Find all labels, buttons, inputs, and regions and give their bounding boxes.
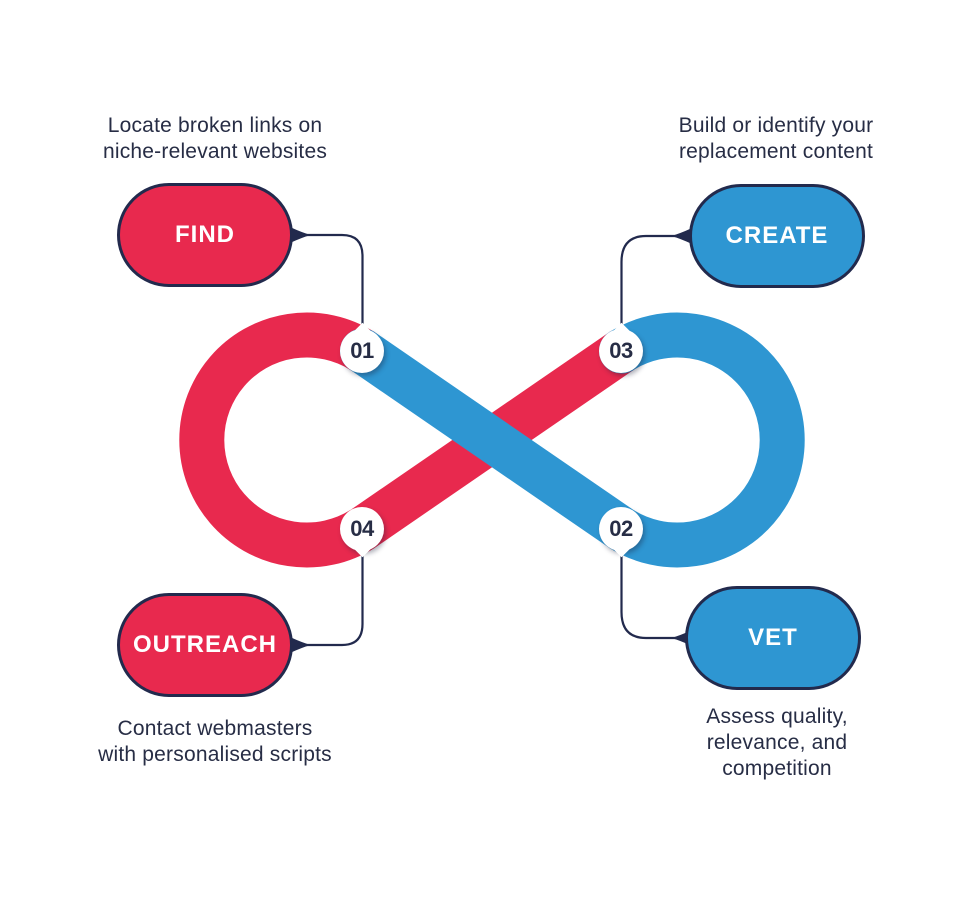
- leader-line-find-01: [294, 233, 364, 329]
- step-node-04: 04: [340, 507, 384, 558]
- step-pill-outreach: OUTREACH: [117, 593, 293, 697]
- leader-line-create-03: [620, 234, 684, 329]
- step-number-04: 04: [350, 516, 374, 541]
- step-node-01: 01: [340, 322, 384, 373]
- step-label-outreach: OUTREACH: [133, 631, 277, 658]
- step-pill-find: FIND: [117, 183, 293, 287]
- step-label-create: CREATE: [725, 222, 829, 249]
- step-number-02: 02: [609, 516, 633, 541]
- step-pill-create: CREATE: [689, 184, 865, 288]
- infinity-red-band: [179, 312, 644, 568]
- leader-line-outreach-04: [294, 551, 364, 647]
- leader-line-vet-02: [620, 551, 684, 640]
- infinity-blue-band: [340, 312, 805, 568]
- step-description-vet: Assess quality, relevance, and competiti…: [706, 705, 848, 780]
- step-description-create: Build or identify your replacement conte…: [678, 114, 874, 163]
- step-node-02: 02: [599, 507, 643, 558]
- step-number-01: 01: [350, 338, 374, 363]
- step-description-outreach: Contact webmasters with personalised scr…: [98, 717, 332, 766]
- step-description-find: Locate broken links on niche-relevant we…: [102, 114, 328, 163]
- step-label-vet: VET: [748, 624, 798, 651]
- step-pill-vet: VET: [685, 586, 861, 690]
- connector-drop-outreach: [290, 637, 311, 653]
- step-number-03: 03: [609, 338, 633, 363]
- connector-drop-create: [671, 228, 692, 244]
- step-label-find: FIND: [175, 221, 235, 248]
- connector-drop-find: [290, 227, 311, 243]
- step-node-03: 03: [599, 322, 643, 373]
